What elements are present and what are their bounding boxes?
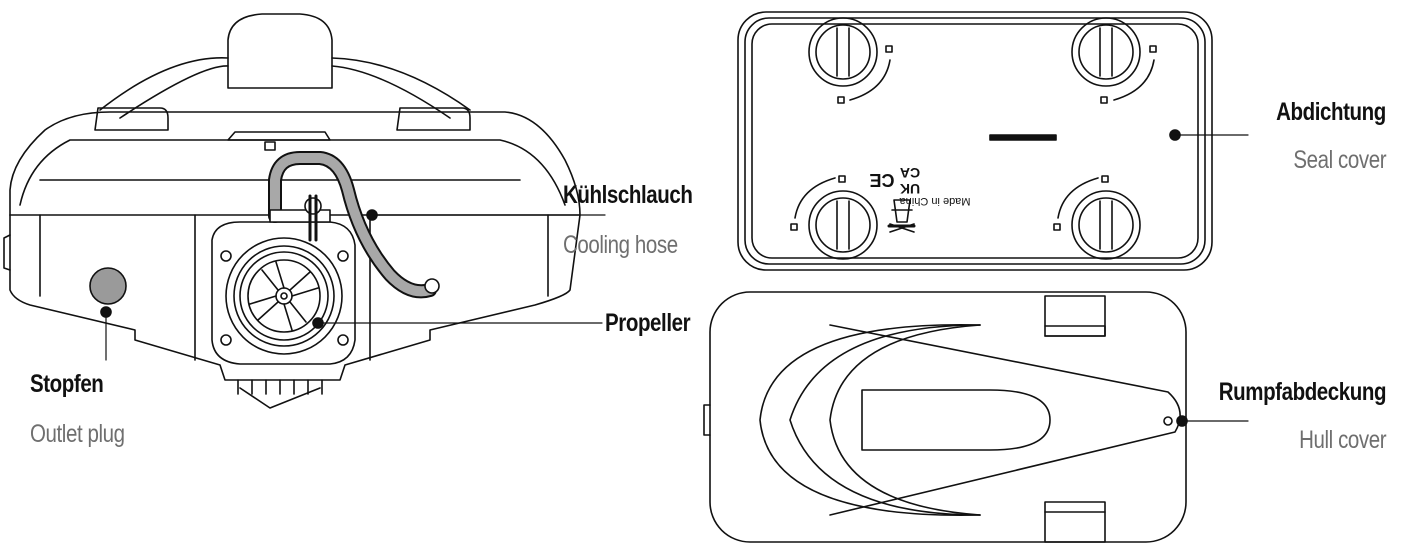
hull-cover-label-de: Rumpfabdeckung — [1218, 378, 1387, 406]
outlet-plug-label-en: Outlet plug — [30, 420, 125, 448]
rotate-arrow-icon — [794, 177, 836, 219]
propeller-label-de: Propeller — [605, 309, 691, 337]
seal-cover-label-de: Abdichtung — [1276, 98, 1386, 126]
knob-icon — [808, 17, 878, 87]
outlet-plug-icon — [89, 267, 127, 305]
knob-icon — [808, 190, 878, 260]
ce-mark-label: CE — [869, 170, 894, 190]
pad-icon — [1044, 501, 1106, 543]
leader-lines-left — [100, 209, 606, 361]
hull-cover-view — [703, 291, 1249, 543]
nozzle-housing-icon — [211, 221, 356, 365]
weee-bin-icon — [889, 199, 915, 233]
boat-front-view — [3, 13, 581, 409]
seal-cover-label-en: Seal cover — [1293, 146, 1386, 174]
propeller-icon — [247, 259, 321, 333]
cooling-hose-icon — [270, 153, 435, 297]
hull-cover-label-en: Hull cover — [1298, 426, 1386, 454]
seal-cover-markings: Made in China CE UK CA — [869, 165, 970, 207]
seal-cover-view — [737, 11, 1249, 271]
made-in-label: Made in China — [899, 195, 971, 207]
rotate-arrow-icon — [1113, 59, 1155, 101]
hatch-icon — [861, 389, 1051, 451]
knob-icon — [1071, 17, 1141, 87]
cooling-hose-label-en: Cooling hose — [563, 231, 678, 259]
ukca-bottom-label: CA — [900, 165, 920, 181]
pad-icon — [1044, 295, 1106, 337]
ukca-top-label: UK — [900, 181, 920, 197]
outlet-plug-label-de: Stopfen — [30, 370, 104, 398]
rotate-arrow-icon — [1057, 177, 1099, 219]
knob-icon — [1071, 190, 1141, 260]
cooling-hose-label-de: Kühlschlauch — [563, 181, 693, 209]
top-cap-icon — [227, 13, 333, 89]
rotate-arrow-icon — [849, 59, 891, 101]
